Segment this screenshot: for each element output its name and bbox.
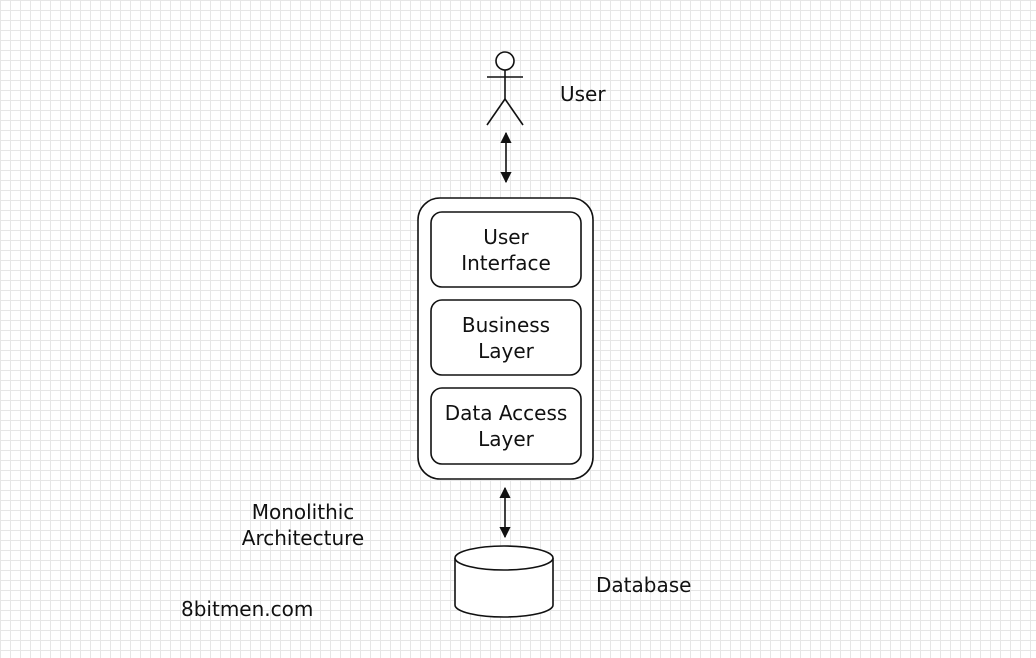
data-access-layer-label: Data Access Layer bbox=[444, 400, 568, 451]
user-interface-label: User Interface bbox=[461, 224, 551, 275]
architecture-label: Monolithic Architecture bbox=[241, 500, 365, 550]
user-actor-icon bbox=[486, 51, 524, 126]
business-layer-box bbox=[430, 299, 582, 376]
database-label: Database bbox=[596, 573, 692, 597]
data-access-layer-box bbox=[430, 387, 582, 465]
user-interface-box bbox=[430, 211, 582, 288]
business-layer-label: Business Layer bbox=[461, 312, 551, 363]
user-label: User bbox=[560, 82, 606, 106]
database-cylinder-icon bbox=[454, 545, 554, 618]
watermark-text: 8bitmen.com bbox=[181, 597, 314, 621]
